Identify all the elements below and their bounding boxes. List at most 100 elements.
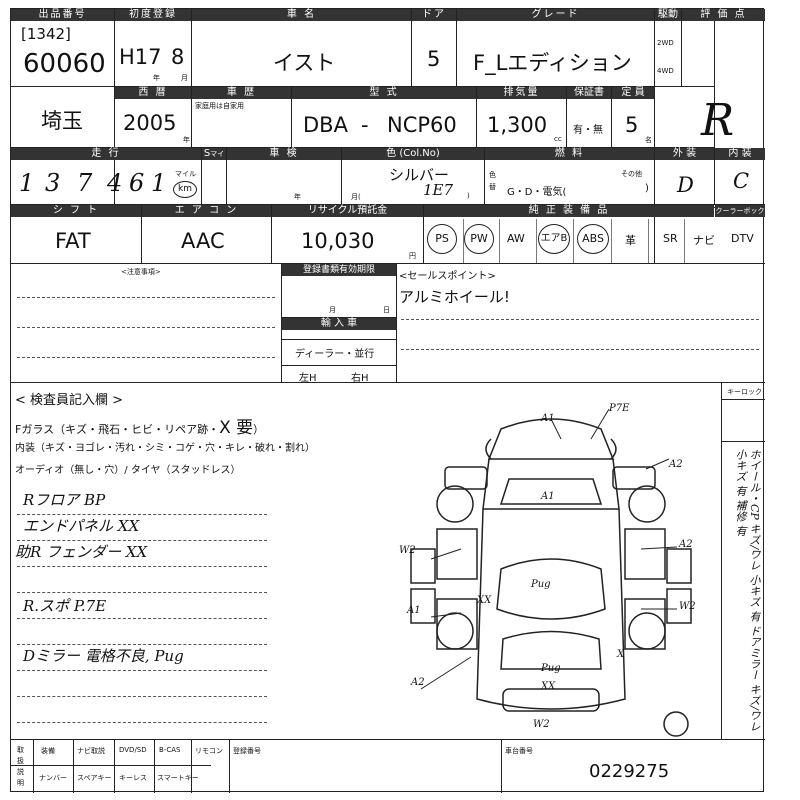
model-header: 型 式 [292, 87, 476, 99]
shift-header: シ フ ト [11, 205, 141, 217]
mark-a2: A2 [669, 459, 683, 470]
import-header: 輸 入 車 [282, 318, 396, 330]
doors-header: ドア [412, 9, 456, 21]
inspector-interior: 内装（キズ・ヨゴレ・汚れ・シミ・コゲ・穴・キレ・破れ・割れ） [15, 443, 315, 454]
bottom-label: スマートキー [157, 774, 199, 782]
reg-doc-month: 月 [329, 306, 336, 314]
first-reg-month-unit: 月 [181, 74, 188, 82]
equip-navi: ナビ [693, 234, 715, 247]
handwritten-note: Rフロア BP [23, 491, 106, 509]
bottom-side-label: 取扱説明 [17, 746, 24, 787]
cooler-header: クーラーボックス [715, 205, 765, 227]
inspector-fglass: Fガラス（キズ・飛石・ヒビ・リペア跡・X 要） [15, 413, 264, 438]
handwritten-note: 助R フェンダー XX [15, 543, 148, 561]
interior-header: 内 装 [715, 148, 765, 160]
score-header: 評 価 点 [682, 9, 765, 21]
shift-value: FAT [55, 229, 91, 253]
sales-point-text: アルミホイール! [399, 288, 510, 306]
first-reg-header: 初度登録 [115, 9, 191, 21]
inspector-title: < 検査員記入欄 > [15, 393, 124, 408]
import-left: 左H [299, 373, 317, 384]
bottom-label: スペアキー [77, 774, 112, 782]
inspector-audio: オーディオ（無し・穴）/ タイヤ（スタッドレス） [15, 465, 241, 476]
chassis-label: 車台番号 [505, 747, 533, 755]
model-prefix: DBA [303, 113, 348, 137]
capacity-unit: 名 [645, 136, 652, 144]
fglass-mark: X 要 [219, 418, 254, 438]
bottom-label: リモコン [195, 747, 223, 755]
mileage-digit: 3 [45, 169, 61, 197]
mileage-header: 走 行 [11, 148, 201, 160]
equip-abs: ABS [577, 224, 609, 254]
mark-a1b: A1 [541, 491, 555, 502]
fglass-close: ） [253, 423, 265, 436]
lot-code: [1342] [21, 25, 71, 43]
recycle-header: リサイクル預託金 [272, 205, 423, 217]
recycle-value: 10,030 [301, 229, 375, 253]
handwritten-note: エンドパネル XX [23, 517, 140, 535]
mark-a2c: A2 [411, 677, 425, 688]
model-year-unit: 年 [183, 136, 190, 144]
side-notes: ホイール・CP キズ/ワレ 小キズ 有 ドアミラー キズ/ワレ 小キズ 有 補修… [737, 449, 761, 732]
car-outline [410, 408, 692, 737]
inspection-year: 年 [294, 193, 301, 201]
inspection-month: 月( [351, 193, 361, 201]
mark-w2b: W2 [679, 601, 696, 612]
capacity-value: 5 [625, 113, 639, 137]
fuel-other: その他 [621, 170, 642, 178]
warranty-header: 保証書 [567, 87, 611, 99]
warranty-value: 有・無 [573, 125, 603, 136]
car-name-header: 車 名 [192, 9, 411, 21]
bottom-label: 装備 [41, 747, 55, 755]
equip-pw: PW [464, 224, 494, 254]
mileage-digit: 4 [107, 169, 123, 197]
mileage-digit: 1 [151, 169, 167, 197]
reg-doc-header: 登録書類有効期限 [282, 264, 396, 276]
inspection-header: 車 検 [227, 148, 341, 160]
sales-point-label: <セールスポイント> [399, 271, 496, 282]
import-dealer: ディーラー・並行 [295, 349, 375, 360]
drive-2wd: 2WD [657, 39, 674, 47]
history-header: 車 歴 [192, 87, 291, 99]
aircon-header: エ ア コ ン [142, 205, 271, 217]
bottom-label: キーレス [119, 774, 147, 782]
first-reg-year-unit: 年 [153, 74, 160, 82]
equip-sr: SR [663, 232, 678, 245]
fuel-close: ) [645, 183, 649, 194]
exterior-grade: D [677, 173, 694, 197]
mark-a1: A1 [541, 413, 555, 424]
mark-a2b: A2 [679, 539, 693, 550]
displacement-unit: cc [554, 135, 562, 143]
drive-header: 駆動 [655, 9, 681, 21]
color-name: シルバー [389, 166, 450, 184]
score-value: R [701, 95, 735, 146]
equip-dtv: DTV [731, 232, 754, 245]
fglass-text: Fガラス（キズ・飛石・ヒビ・リペア跡・ [15, 423, 220, 436]
mileage-digit: 7 [77, 169, 93, 197]
grade-value: F_Lエディション [473, 51, 632, 75]
bottom-label: DVD/SD [119, 746, 147, 754]
car-damage-diagram: P7E A1 A2 A1 W2 A2 Pug XX A1 W2 X Pug XX… [391, 399, 711, 739]
drive-4wd: 4WD [657, 67, 674, 75]
bottom-label: ナビ取説 [77, 747, 105, 755]
mark-w2: W2 [399, 545, 416, 556]
mark-xx3: XX [541, 681, 556, 692]
equip-ps: PS [427, 224, 457, 254]
reg-doc-day: 日 [383, 306, 390, 314]
grade-header: グレード [457, 9, 654, 21]
bottom-label: ナンバー [39, 774, 67, 782]
car-name: イスト [273, 51, 336, 75]
first-reg-era: H17 [119, 45, 162, 69]
mark-xx1: XX [477, 595, 492, 606]
mileage-mile-unit: マイル [175, 170, 196, 178]
mileage-digit: 6 [129, 169, 145, 197]
door-count: 5 [427, 47, 441, 71]
equip-aw: AW [507, 232, 525, 245]
first-reg-month: 8 [171, 45, 185, 69]
mark-p7e: P7E [609, 403, 630, 414]
fuel-options: G・D・電気( [507, 187, 567, 198]
inspection-close: ) [467, 192, 470, 200]
mark-xx2: X [617, 649, 625, 660]
interior-grade: C [733, 169, 750, 193]
model-code: NCP60 [387, 113, 457, 137]
